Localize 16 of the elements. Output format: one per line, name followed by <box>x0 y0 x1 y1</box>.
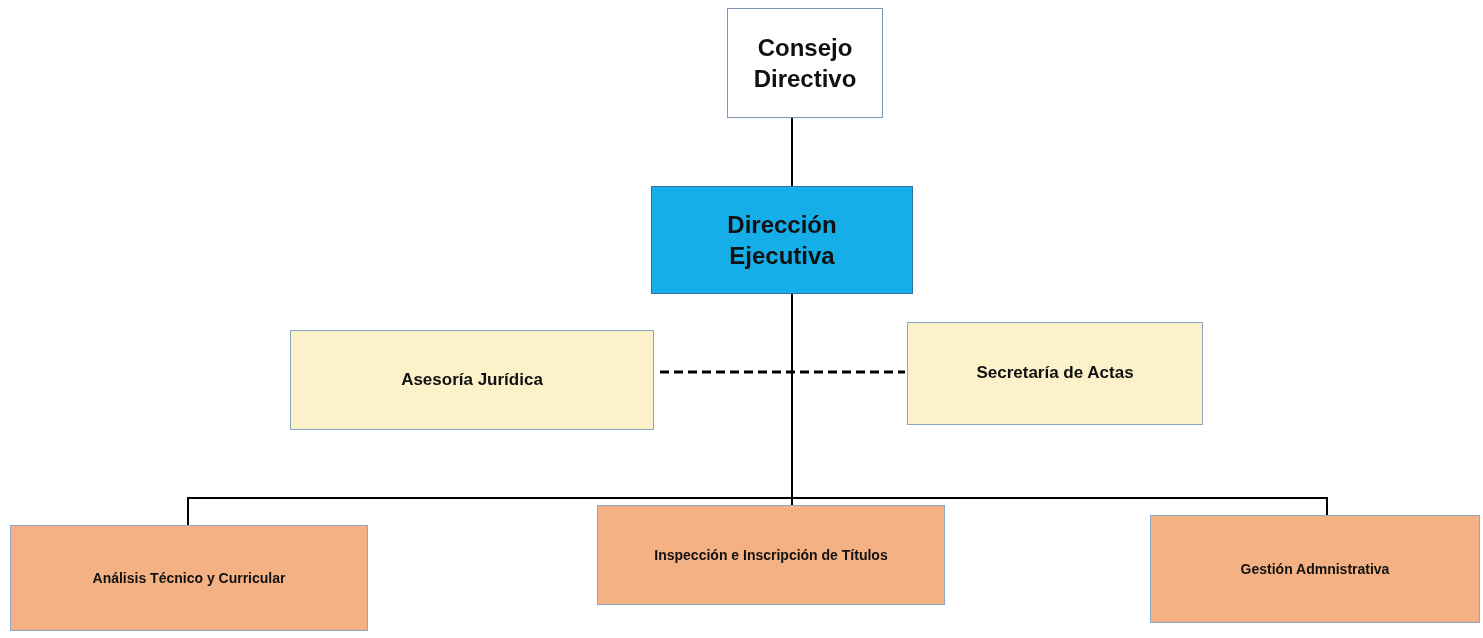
connector-line <box>791 117 793 187</box>
org-unit-box <box>651 186 913 294</box>
dashed-connector <box>660 370 905 374</box>
org-unit-box <box>290 330 654 430</box>
unit-name: Análisis Técnico y Curricular <box>92 568 286 588</box>
unit-name: Inspección e Inscripción de Títulos <box>654 545 888 565</box>
org-unit-box <box>597 505 945 605</box>
unit-name: Gestión Admnistrativa <box>1240 559 1390 579</box>
unit-name: Secretaría de Actas <box>976 362 1134 385</box>
org-unit-box <box>727 8 883 118</box>
org-unit-box <box>907 322 1203 425</box>
unit-name: Dirección Ejecutiva <box>726 209 838 271</box>
unit-name: Consejo Directivo <box>752 32 858 94</box>
unit-name: Asesoría Jurídica <box>401 368 543 391</box>
org-unit-box <box>1150 515 1480 623</box>
org-unit-box <box>10 525 368 631</box>
